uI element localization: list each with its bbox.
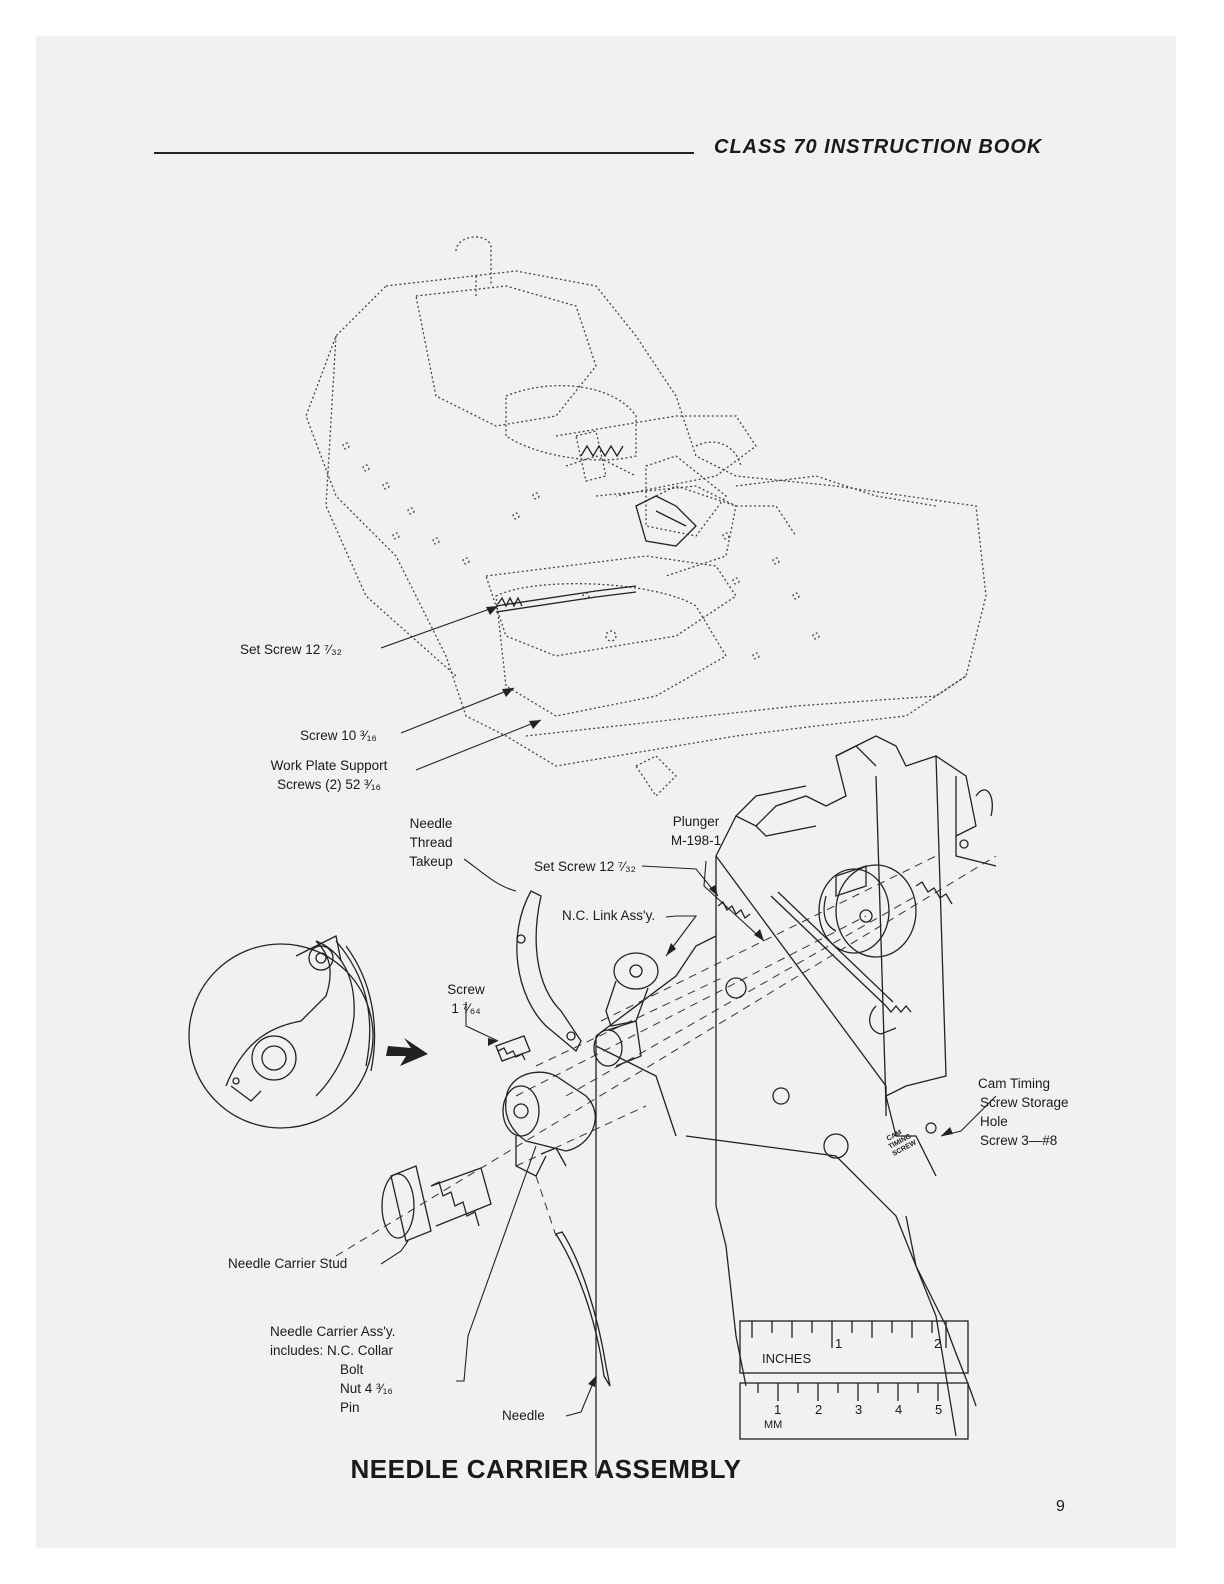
- leader-arrowheads: [486, 606, 953, 1387]
- nc-link-drawing: [593, 952, 659, 1067]
- inch-ticks: [751, 1321, 947, 1348]
- label-cam-timing-line3: Hole: [980, 1114, 1008, 1129]
- label-nc-link: N.C. Link Ass'y.: [562, 908, 656, 923]
- ruler-inch-1: 1: [835, 1336, 843, 1351]
- label-needle: Needle: [502, 1408, 545, 1423]
- plunger-parts: [717, 891, 894, 1007]
- label-cam-timing-line1: Cam Timing: [978, 1076, 1051, 1091]
- ruler-cm-4: 4: [895, 1402, 903, 1417]
- ruler-cm-3: 3: [855, 1402, 863, 1417]
- header-rule: [154, 152, 694, 154]
- label-work-plate-support: Work Plate Support Screws (2) 52 ³⁄₁₆: [254, 756, 404, 794]
- label-needle-thread-takeup: Needle Thread Takeup: [398, 814, 464, 871]
- machine-body-drawing: [595, 735, 997, 1476]
- ruler-inches-label: INCHES: [762, 1351, 812, 1366]
- needle-drawing: [555, 1231, 611, 1387]
- figure-title: NEEDLE CARRIER ASSEMBLY: [350, 1454, 742, 1484]
- label-needle-carrier-assy: Needle Carrier Ass'y. includes: N.C. Col…: [270, 1322, 395, 1417]
- label-screw-1-line1: Screw: [447, 982, 485, 997]
- machine-head-drawing: [305, 236, 987, 798]
- cam-timing-stamp: CAM TIMING SCREW: [886, 1129, 918, 1158]
- label-screw-10: Screw 10 ³⁄₁₆: [300, 728, 377, 743]
- book-title: CLASS 70 INSTRUCTION BOOK: [714, 136, 1043, 158]
- label-takeup-line3: Takeup: [409, 854, 453, 869]
- small-screw-drawing: [495, 1035, 531, 1062]
- label-cam-timing-line4: Screw 3—#8: [980, 1133, 1058, 1148]
- label-plunger-line2: M-198-1: [670, 833, 722, 848]
- upper-springs: [495, 444, 697, 613]
- label-work-plate-line2: Screws (2) 52 ³⁄₁₆: [277, 777, 381, 792]
- leader-lines: [380, 605, 997, 1417]
- label-screw-1: Screw 1 ⁷⁄₆₄: [438, 980, 494, 1018]
- label-carrier-line4: Nut 4 ³⁄₁₆: [340, 1381, 393, 1396]
- mm-ticks: [757, 1383, 939, 1401]
- label-work-plate-line1: Work Plate Support: [270, 758, 388, 773]
- needle-carrier-stud-drawing: [381, 1165, 492, 1242]
- label-carrier-line1: Needle Carrier Ass'y.: [270, 1324, 396, 1339]
- ruler-mm-label: MM: [764, 1419, 783, 1431]
- label-plunger: Plunger M-198-1: [656, 812, 736, 850]
- label-carrier-line5: Pin: [340, 1400, 360, 1415]
- page-number: 9: [1056, 1498, 1065, 1515]
- ruler-cm-5: 5: [935, 1402, 943, 1417]
- label-takeup-line2: Thread: [409, 835, 453, 850]
- label-set-screw-mid: Set Screw 12 ⁷⁄₃₂: [534, 859, 636, 874]
- label-set-screw-top: Set Screw 12 ⁷⁄₃₂: [240, 642, 342, 657]
- inset-arrow: [386, 1038, 428, 1066]
- label-carrier-line3: Bolt: [340, 1362, 364, 1377]
- document-page: CLASS 70 INSTRUCTION BOOK: [36, 36, 1176, 1548]
- ruler-cm-1: 1: [774, 1402, 782, 1417]
- label-screw-1-line2: 1 ⁷⁄₆₄: [451, 1001, 481, 1016]
- exploded-view-illustration: CAM TIMING SCREW: [188, 236, 997, 1476]
- assembly-centerlines: [335, 855, 997, 1257]
- label-needle-carrier-stud: Needle Carrier Stud: [228, 1256, 348, 1271]
- label-carrier-line2: includes: N.C. Collar: [270, 1343, 394, 1358]
- inset-detail-drawing: [188, 935, 376, 1129]
- ruler-cm-2: 2: [815, 1402, 823, 1417]
- label-takeup-line1: Needle: [409, 816, 453, 831]
- scale-ruler: [739, 1320, 969, 1440]
- ruler-inch-2: 2: [934, 1336, 942, 1351]
- label-plunger-line1: Plunger: [672, 814, 720, 829]
- label-cam-timing-line2: Screw Storage: [980, 1095, 1069, 1110]
- label-cam-timing: Cam Timing Screw Storage Hole Screw 3—#8: [978, 1074, 1069, 1150]
- cam-timing-hole: [925, 1122, 937, 1134]
